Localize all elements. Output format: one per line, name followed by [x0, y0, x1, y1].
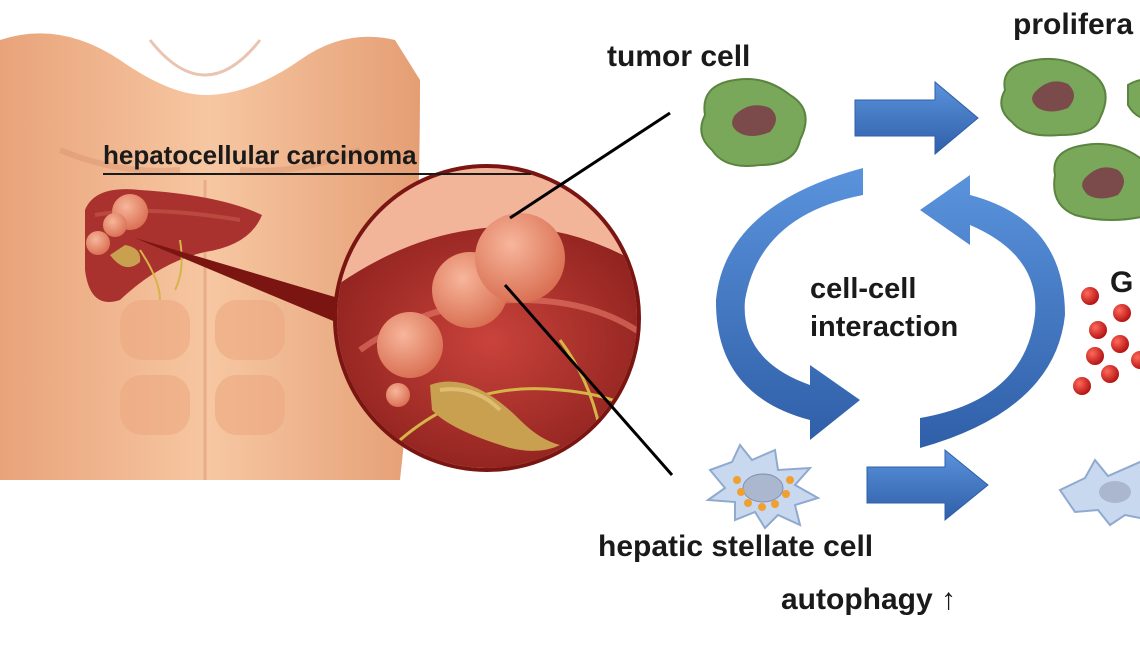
pointer-line-tumor [509, 111, 671, 220]
secreted-factor-dots [1073, 287, 1140, 395]
tumor-cell-label: tumor cell [607, 40, 751, 73]
torso-illustration [0, 33, 420, 480]
proliferation-label: prolifera [1013, 8, 1134, 41]
zoom-wedge [135, 238, 350, 328]
interaction-label: interaction [810, 311, 959, 343]
hcc-label: hepatocellular carcinoma [103, 140, 417, 170]
g-factor-label: G [1110, 266, 1134, 299]
cell-cell-label: cell-cell [810, 273, 917, 305]
tumor-cell-icon [700, 78, 807, 167]
pointer-line-stellate [503, 284, 674, 476]
arrow-tumor-to-proliferation [854, 80, 979, 156]
magnified-view [333, 164, 641, 472]
proliferating-cells-icon [1000, 57, 1140, 221]
stellate-cell-label: hepatic stellate cell [598, 530, 874, 563]
autophagy-label: autophagy ↑ [781, 583, 957, 616]
activated-stellate-cell-icon [1058, 458, 1140, 527]
stellate-cell-icon [705, 443, 821, 530]
interaction-cycle-arrows [715, 168, 1065, 448]
arrow-stellate-to-activated [866, 448, 989, 522]
small-tumor-nodules [86, 194, 148, 255]
